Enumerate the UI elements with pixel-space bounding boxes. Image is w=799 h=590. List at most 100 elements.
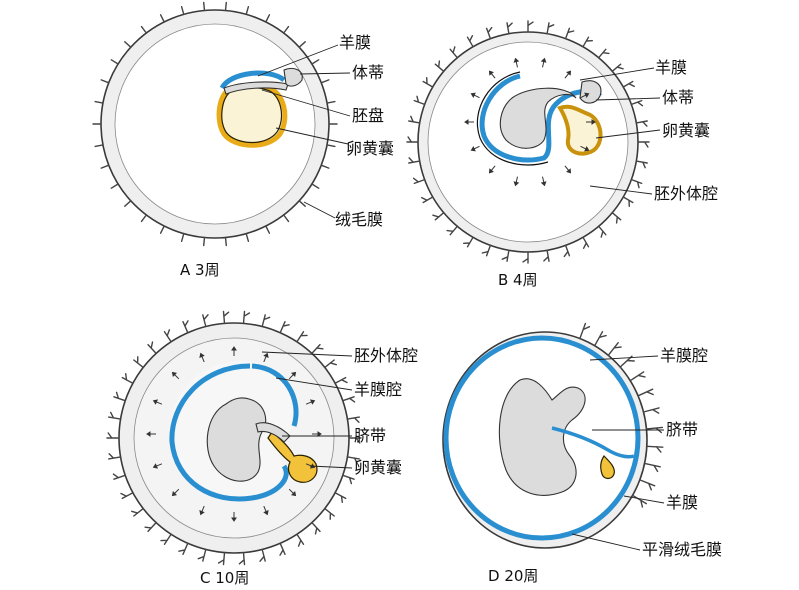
expansion-arrow (288, 488, 294, 494)
chorionic-villus (629, 371, 646, 382)
panel-c-embryo (169, 360, 318, 502)
chorionic-villus (635, 160, 648, 169)
chorionic-villus (108, 453, 122, 460)
chorionic-villus (598, 225, 607, 238)
expansion-arrow-head (591, 119, 596, 125)
chorionic-villus (224, 1, 227, 12)
chorionic-villus (121, 373, 134, 384)
chorionic-villus (579, 322, 591, 340)
chorionic-villus (434, 60, 445, 72)
expansion-arrow-head (513, 181, 520, 187)
chorionic-villus (639, 479, 656, 491)
chorionic-villus (348, 437, 362, 444)
expansion-arrow (473, 94, 480, 99)
chorionic-villus (334, 492, 347, 503)
chorionic-villus (110, 59, 119, 65)
chorionic-villus (222, 310, 230, 325)
chorionic-villus (481, 244, 492, 257)
expansion-arrow-head (152, 399, 159, 405)
panel-d-embryo-shape (498, 378, 586, 496)
expansion-arrow (542, 61, 545, 68)
expansion-arrow (542, 176, 545, 183)
panel-d-embryo (443, 335, 641, 541)
panel-c-caption: C 10周 (200, 569, 249, 587)
chorionic-villus (261, 314, 271, 328)
panel-c: 胚外体腔 羊膜腔 脐带 卵黄囊 C 10周 (106, 310, 418, 587)
expansion-arrow (263, 356, 267, 363)
chorionic-villus (160, 533, 172, 545)
chorionic-villus (421, 196, 434, 204)
chorionic-villus (265, 14, 271, 23)
panel-c-label-umbilical-cord: 脐带 (354, 426, 386, 445)
chorionic-villus (311, 521, 321, 535)
chorionic-villus (563, 244, 571, 258)
chorionic-villus (485, 26, 493, 40)
chorionic-villus (238, 551, 246, 566)
chorionic-villus (279, 321, 290, 334)
expansion-arrow (156, 463, 163, 467)
chorionic-villus (598, 48, 610, 59)
expansion-arrow (174, 374, 180, 380)
expansion-arrow-head (263, 509, 269, 516)
chorionic-villus (622, 196, 634, 207)
chorionic-villus (100, 79, 110, 84)
panel-c-label-amniotic-cavity: 羊膜腔 (354, 380, 402, 399)
chorionic-villus (611, 63, 624, 72)
expansion-arrow (580, 145, 587, 150)
chorionic-villus (279, 542, 286, 556)
chorionic-villus (324, 507, 335, 520)
panel-b-yolk-sac-shape (557, 104, 603, 156)
panel-b: 羊膜 体蒂 卵黄囊 胚外体腔 B 4周 (406, 20, 718, 289)
chorionic-villus (113, 391, 126, 402)
panel-d-label-umbilical-cord: 脐带 (666, 420, 698, 439)
chorionic-villus (635, 120, 648, 127)
panel-a-caption: A 3周 (180, 261, 220, 279)
chorionic-villus (611, 212, 622, 224)
panel-b-leaders (579, 67, 661, 195)
chorionic-villus (643, 462, 661, 473)
expansion-arrow (564, 165, 570, 171)
chorionic-villus (163, 329, 172, 343)
chorionic-villus (296, 533, 305, 547)
chorionic-villus (311, 59, 320, 65)
chorionic-villus (346, 456, 360, 465)
chorionic-villus (342, 396, 356, 403)
expansion-arrow (263, 505, 267, 512)
expansion-arrow-head (309, 399, 316, 405)
chorionic-villus (631, 494, 647, 508)
panel-a: 羊膜 体蒂 胚盘 卵黄囊 绒毛膜 A 3周 (92, 1, 394, 279)
chorionic-villus (522, 251, 529, 264)
chorionic-villus (296, 331, 308, 343)
panel-b-caption: B 4周 (498, 271, 538, 289)
chorionic-villus (594, 331, 607, 347)
chorionic-villus (543, 249, 550, 262)
panel-c-amnion-shape (169, 363, 289, 502)
panel-a-label-body-stalk: 体蒂 (352, 63, 384, 82)
chorionic-villus (217, 551, 226, 566)
expansion-arrow-head (317, 431, 322, 437)
expansion-arrow-head (540, 181, 547, 187)
chorionic-villus (120, 492, 134, 500)
chorionic-villus (112, 473, 126, 480)
panel-d-leaders (571, 355, 665, 551)
expansion-arrow-head (171, 490, 178, 497)
expansion-arrow (201, 505, 205, 512)
expansion-arrow-head (488, 168, 494, 174)
chorionic-villus (242, 310, 251, 325)
panel-c-leaders (261, 351, 353, 469)
expansion-arrow (515, 61, 518, 68)
panel-b-label-yolk-sac: 卵黄囊 (662, 121, 710, 140)
chorionic-villus (449, 46, 458, 59)
chorionic-villus (412, 177, 426, 185)
chorionic-villus (582, 236, 590, 249)
chorionic-villus (413, 95, 426, 106)
panel-b-label-extraembryonic-coelom: 胚外体腔 (654, 184, 718, 203)
panel-c-label-extraembryonic-coelom: 胚外体腔 (354, 346, 418, 365)
expansion-arrow (201, 356, 205, 363)
chorionic-villus (140, 214, 147, 223)
chorionic-villus (124, 41, 132, 48)
expansion-arrow-head (566, 168, 572, 174)
chorionic-villus (180, 232, 185, 242)
chorionic-villus (466, 35, 474, 48)
chorionic-villus (245, 232, 250, 242)
